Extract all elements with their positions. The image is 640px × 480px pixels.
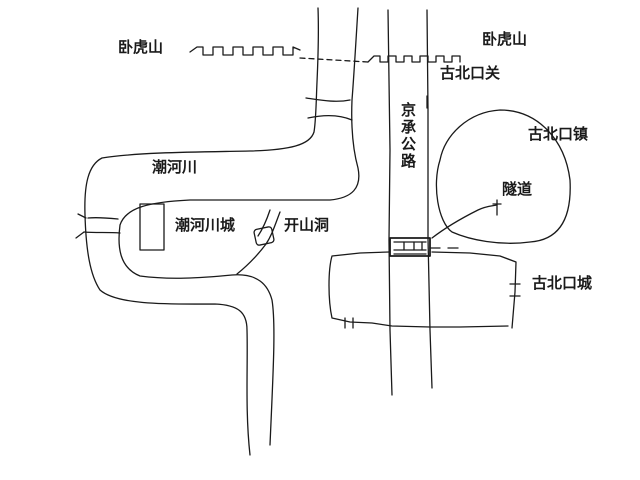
label-gubeikou-city: 古北口城 [532, 274, 593, 292]
great-wall [190, 47, 460, 62]
label-tunnel: 隧道 [502, 180, 533, 198]
kaishan-cave-route-2 [258, 210, 270, 236]
label-gubeikou-town: 古北口镇 [528, 125, 589, 143]
highway-gate [390, 238, 458, 256]
kaishan-cave-box [254, 226, 275, 245]
label-jingcheng-road: 京承公路 [399, 102, 417, 170]
highway-right-edge [427, 10, 432, 388]
river-tick-3 [88, 218, 118, 219]
label-chaohe-city: 潮河川城 [175, 216, 236, 234]
river-tick-1 [306, 98, 350, 101]
gubeikou-town-outline [436, 110, 570, 243]
river-ticks [76, 98, 352, 238]
label-wohushan-left: 卧虎山 [118, 38, 164, 56]
city-wall-east [432, 252, 516, 328]
great-wall-left-segment [190, 47, 300, 55]
kaishan-cave-route [237, 212, 280, 274]
chaohe-city-outline [140, 204, 164, 250]
river-tick-4 [84, 232, 120, 233]
gubeikou-city-wall [329, 252, 520, 328]
river-tick-5 [76, 232, 84, 238]
tunnel-line [432, 205, 497, 238]
river-west-bank [85, 8, 319, 455]
river-east-bank [119, 8, 359, 445]
jingcheng-highway [388, 10, 432, 395]
great-wall-dashed-link [300, 58, 368, 62]
tunnel-route [432, 200, 501, 238]
river-tick-6 [78, 214, 86, 218]
label-wohushan-right: 卧虎山 [482, 30, 528, 48]
gate-box [390, 238, 430, 256]
label-gubeikou-pass: 古北口关 [440, 64, 501, 82]
kaishan-cave [237, 210, 280, 274]
city-wall-outline [329, 252, 508, 327]
label-chaohe-river: 潮河川 [152, 158, 198, 176]
river-tick-2 [308, 116, 352, 120]
great-wall-right-segment [368, 56, 460, 62]
chaohe-river [85, 8, 359, 455]
label-kaishan-cave: 开山洞 [284, 216, 330, 234]
highway-left-edge [388, 10, 392, 395]
